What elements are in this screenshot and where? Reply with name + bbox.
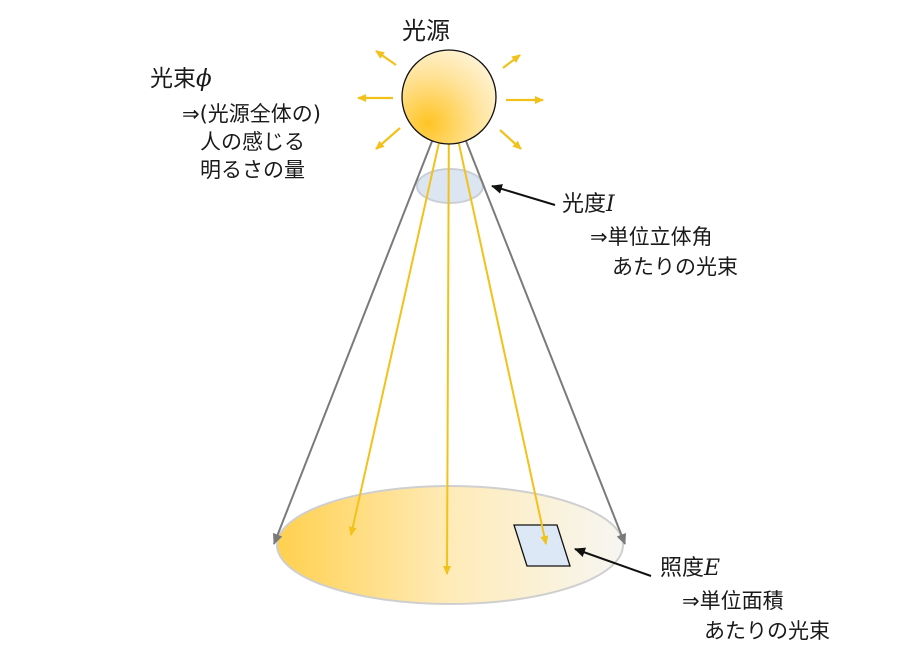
luminous-flux-description: ⇒(光源全体の) 人の感じる 明るさの量 — [182, 100, 321, 184]
luminous-flux-desc-line-1: ⇒(光源全体の) — [182, 102, 321, 126]
radiating-arrow-upper-left — [375, 50, 397, 66]
luminous-flux-label: 光束ϕ — [150, 64, 212, 94]
illuminance-pointer-arrow — [574, 547, 652, 577]
radiating-arrows — [357, 50, 544, 150]
light-source-sun — [401, 49, 497, 145]
luminous-intensity-desc-line-2: あたりの光束 — [612, 255, 738, 279]
luminous-flux-title: 光束 — [150, 66, 196, 92]
illuminated-surface — [276, 485, 624, 605]
radiating-arrow-lower-right — [499, 129, 522, 150]
illuminance-description: ⇒単位面積 あたりの光束 — [682, 586, 830, 646]
illuminance-desc-line-1: ⇒単位面積 — [682, 589, 784, 613]
luminous-intensity-description: ⇒単位立体角 あたりの光束 — [590, 222, 738, 282]
luminous-flux-symbol: ϕ — [196, 66, 212, 92]
luminous-intensity-desc-line-1: ⇒単位立体角 — [590, 225, 713, 249]
light-source-label: 光源 — [402, 18, 450, 44]
cone-edge-right — [448, 97, 626, 545]
light-source-label-text: 光源 — [402, 17, 450, 45]
luminous-intensity-label: 光度I — [562, 192, 615, 218]
cone-edge-left — [272, 97, 450, 545]
luminous-intensity-symbol: I — [606, 192, 615, 217]
illuminance-desc-line-2: あたりの光束 — [704, 619, 830, 643]
illuminance-symbol: E — [704, 556, 721, 581]
intensity-pointer-arrow — [491, 184, 556, 206]
luminous-flux-desc-line-3: 明るさの量 — [200, 158, 305, 182]
luminous-flux-desc-line-2: 人の感じる — [200, 130, 305, 154]
light-ray-right — [448, 97, 549, 545]
light-ray-center — [443, 97, 452, 575]
illuminance-label: 照度E — [660, 556, 720, 582]
light-ray-left — [348, 97, 450, 536]
radiating-arrow-lower-left — [375, 127, 401, 150]
luminous-intensity-title: 光度 — [562, 192, 607, 217]
radiating-arrow-upper-right — [502, 54, 521, 69]
illuminance-title: 照度 — [660, 556, 705, 581]
